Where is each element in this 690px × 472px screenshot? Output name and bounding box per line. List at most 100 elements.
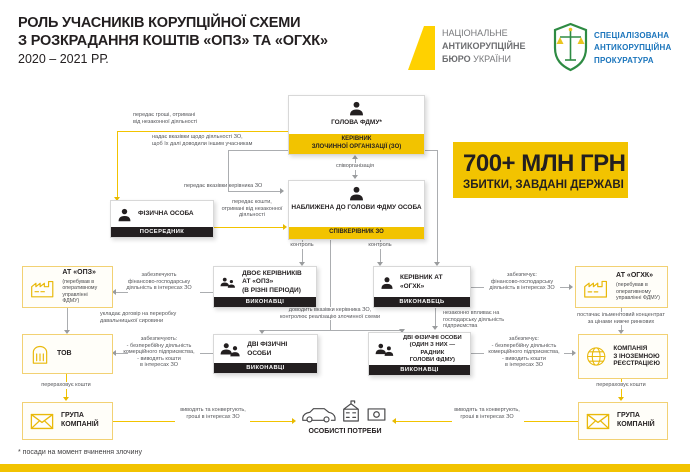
label-kontrol-left: контроль <box>276 242 328 249</box>
envelope-icon <box>30 413 54 429</box>
connector-line <box>470 287 484 288</box>
role-band: СПІВКЕРІВНИК ЗО <box>289 227 424 239</box>
nabu-line3-rest: УКРАЇНИ <box>470 54 511 65</box>
nabu-line1: НАЦІОНАЛЬНЕ <box>442 28 508 38</box>
arrow-down <box>618 397 624 401</box>
arrow-left <box>392 418 396 424</box>
arrow-down <box>64 330 70 334</box>
node-golova-fdmu: ГОЛОВА ФДМУ* КЕРІВНИК ЗЛОЧИННОЇ ОРГАНІЗА… <box>288 95 425 155</box>
label-dovodyt: доводить вказівки керівника ЗО, контролю… <box>255 307 405 321</box>
connector-line <box>114 353 128 354</box>
factory-icon <box>31 280 54 297</box>
node-title: КОМПАНІЯ З ІНОЗЕМНОЮ РЕЄСТРАЦІЄЮ <box>613 344 660 368</box>
arrow-right <box>292 418 296 424</box>
arrow-down <box>63 397 69 401</box>
node-at-opz: АТ «ОПЗ» (перебував в оперативному управ… <box>22 266 113 308</box>
node-title: ГОЛОВА ФДМУ* <box>331 119 382 126</box>
node-title: ДВІ ФІЗИЧНІ ОСОБИ (ОДИН З НИХ — РАДНИК Г… <box>402 335 462 363</box>
role-band: ВИКОНАВЕЦЬ <box>374 297 470 307</box>
sap-line3: ПРОКУРАТУРА <box>594 55 654 65</box>
arrow-down <box>434 262 440 266</box>
envelope-icon <box>586 413 610 429</box>
connector-line <box>228 150 288 151</box>
node-fizychna-osoba: ФІЗИЧНА ОСОБА ПОСЕРЕДНИК <box>110 200 214 238</box>
nabu-line3-bold: БЮРО <box>442 54 471 65</box>
role-band: ПОСЕРЕДНИК <box>111 227 213 237</box>
arrow-down <box>618 330 624 334</box>
connector-line <box>380 240 381 263</box>
node-dvi-fizychni-left: ДВІ ФІЗИЧНІ ОСОБИ ВИКОНАВЦІ <box>213 334 318 374</box>
person-icon <box>118 208 131 221</box>
label-vyvodyat-right: виводять та конвертують, гроші в інтерес… <box>454 407 520 420</box>
title-line2: З РОЗКРАДАННЯ КОШТІВ «ОПЗ» ТА «ОГХК» <box>18 33 328 50</box>
person-icon <box>381 276 393 289</box>
arrow-down <box>352 175 358 179</box>
label-zabezpechuyut-tov: забезпечують: - безперебійну діяльність … <box>123 336 195 369</box>
connector-line <box>524 421 578 422</box>
node-title: АТ «ОГХК» <box>616 272 654 280</box>
nabu-yellow-mark <box>408 26 435 70</box>
bottom-yellow-strip <box>0 464 690 472</box>
arrow-down <box>114 197 120 201</box>
role-band: КЕРІВНИК ЗЛОЧИННОЇ ОРГАНІЗАЦІЇ (ЗО) <box>289 134 424 154</box>
label-postachaye: постачає ільменітовий концентрат за ціна… <box>566 312 676 326</box>
damage-badge: 700+ МЛН ГРН ЗБИТКИ, ЗАВДАНІ ДЕРЖАВІ <box>453 142 628 198</box>
nabu-logo-text: НАЦІОНАЛЬНЕ АНТИКОРУПЦІЙНЕ БЮРО УКРАЇНИ <box>442 27 525 66</box>
globe-icon <box>587 347 606 366</box>
connector-line <box>470 353 484 354</box>
footnote: * посади на момент вчинення злочину <box>18 449 142 456</box>
node-subtitle: (перебував в оперативному управлінні ФДМ… <box>62 278 98 305</box>
node-title: ГРУПА КОМПАНІЙ <box>61 412 99 428</box>
person-icon <box>350 101 363 116</box>
damage-caption: ЗБИТКИ, ЗАВДАНІ ДЕРЖАВІ <box>463 178 624 191</box>
damage-amount: 700+ МЛН ГРН <box>463 149 626 177</box>
connector-line <box>425 150 437 151</box>
connector-line <box>564 353 572 354</box>
connector-line <box>213 227 283 228</box>
page-title: РОЛЬ УЧАСНИКІВ КОРУПЦІЙНОЇ СХЕМИ З РОЗКР… <box>18 14 328 68</box>
node-title: ГРУПА КОМПАНІЙ <box>617 412 655 428</box>
node-kerivnyk-ogxk: КЕРІВНИК АТ «ОГХК» ВИКОНАВЕЦЬ <box>373 266 471 308</box>
banknote-icon <box>367 408 386 421</box>
connector-line <box>67 308 68 331</box>
node-title: КЕРІВНИК АТ «ОГХК» <box>399 274 443 290</box>
connector-line <box>117 131 288 132</box>
node-dvi-fizychni-right: ДВІ ФІЗИЧНІ ОСОБИ (ОДИН З НИХ — РАДНИК Г… <box>368 332 471 376</box>
car-icon <box>302 408 336 423</box>
node-title: ТОВ <box>57 349 72 357</box>
two-persons-icon <box>220 277 235 288</box>
label-pererakhovuye-left: перераховує кошти <box>30 382 102 389</box>
person-icon <box>350 186 363 201</box>
connector-line <box>114 292 128 293</box>
node-title: НАБЛИЖЕНА ДО ГОЛОВИ ФДМУ ОСОБА <box>291 204 422 211</box>
label-peredaye-hroshi: передає гроші, отримані від незаконної д… <box>133 112 198 125</box>
connector-line <box>250 421 292 422</box>
label-pererakhovuye-right: перераховує кошти <box>585 382 657 389</box>
arrow-left <box>112 350 116 356</box>
node-nablyzhena-osoba: НАБЛИЖЕНА ДО ГОЛОВИ ФДМУ ОСОБА СПІВКЕРІВ… <box>288 180 425 240</box>
connector-line <box>330 240 331 330</box>
two-persons-icon <box>220 343 240 357</box>
connector-line <box>200 292 213 293</box>
role-band: ВИКОНАВЦІ <box>214 297 316 307</box>
label-ukladaye-dohovir: укладає договір на переробку давальницьк… <box>100 311 177 324</box>
arrow-down <box>259 330 265 334</box>
label-vyvodyat-left: виводять та конвертують, гроші в інтерес… <box>180 407 246 420</box>
label-kontrol-right: контроль <box>354 242 406 249</box>
arrow-down <box>299 262 305 266</box>
arrow-right <box>572 350 576 356</box>
node-title: ДВІ ФІЗИЧНІ ОСОБИ <box>247 341 288 357</box>
node-subtitle: (перебував в оперативному управлінні ФДМ… <box>616 281 660 302</box>
personal-needs-label: ОСОБИСТІ ПОТРЕБИ <box>308 428 382 435</box>
arrow-up <box>352 155 358 159</box>
label-peredaye-koshty: передає кошти, отримані від незаконної д… <box>221 199 283 219</box>
label-nadaye-vkazivky: надає вказівки щодо діяльності ЗО, щоб ї… <box>152 134 253 147</box>
sap-line2: АНТИКОРУПЦІЙНА <box>594 43 672 53</box>
connector-line <box>437 150 438 263</box>
title-line1: РОЛЬ УЧАСНИКІВ КОРУПЦІЙНОЇ СХЕМИ <box>18 15 301 31</box>
connector-line <box>396 421 452 422</box>
scales-emblem-icon <box>553 22 588 72</box>
arrow-down <box>432 326 438 330</box>
label-peredaye-vkazivky: передає вказівки керівника ЗО <box>184 183 263 189</box>
